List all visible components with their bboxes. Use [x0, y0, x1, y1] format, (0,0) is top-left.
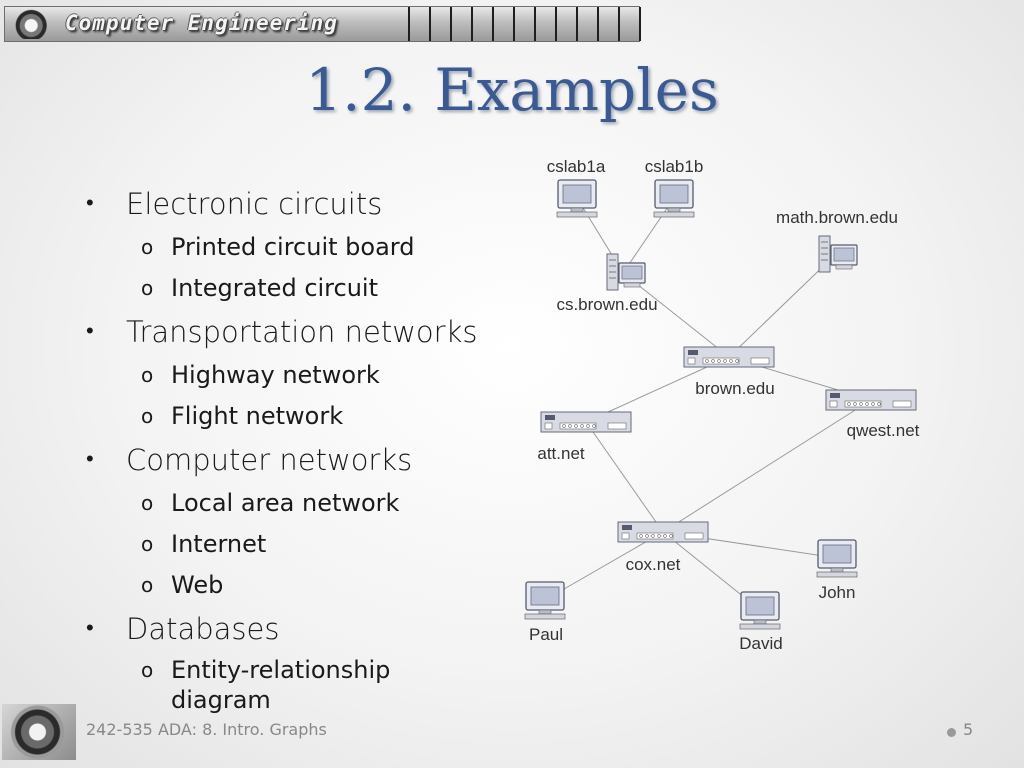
network-link — [662, 399, 872, 533]
node-david: David — [739, 591, 783, 653]
footer-text: 242-535 ADA: 8. Intro. Graphs — [86, 720, 327, 739]
node-label: John — [819, 583, 856, 602]
computer-icon — [653, 179, 695, 218]
network-link — [622, 272, 730, 358]
sub-bullet-label: Highway network — [171, 361, 380, 389]
network-link — [585, 356, 730, 423]
node-cslab1b: cslab1b — [645, 157, 704, 218]
sub-bullet-marker: o — [141, 491, 154, 515]
node-label: brown.edu — [695, 379, 774, 398]
sub-bullet-marker: o — [141, 532, 154, 556]
node-cslab1a: cslab1a — [547, 157, 606, 218]
sub-bullet-label: Internet — [171, 530, 267, 558]
router-icon — [617, 521, 709, 543]
sub-bullet-item: o Web — [141, 568, 526, 602]
node-label: cslab1b — [645, 157, 704, 176]
node-qwest: qwest.net — [825, 389, 920, 440]
sub-bullet-marker: o — [141, 404, 154, 428]
bullet-marker: • — [86, 191, 94, 216]
sub-bullet-label: Web — [171, 571, 224, 599]
bullet-marker: • — [86, 447, 94, 472]
bullet-list: • Electronic circuits o Printed circuit bo… — [86, 184, 526, 722]
server-icon — [818, 235, 858, 273]
bullet-marker: • — [86, 616, 94, 641]
node-label: David — [739, 634, 782, 653]
bullet-label: Databases — [126, 612, 280, 646]
sub-bullet-marker: o — [141, 363, 154, 387]
bullet-item: • Electronic circuits — [86, 184, 526, 224]
sub-bullet-label: Flight network — [171, 402, 344, 430]
slide-title: 1.2. Examples — [305, 56, 719, 124]
sub-bullet-item: o Local area network — [141, 486, 526, 520]
sub-bullet-item: o Internet — [141, 527, 526, 561]
sub-bullet-label: Local area network — [171, 489, 400, 517]
node-label: Paul — [529, 625, 563, 644]
router-icon — [825, 389, 917, 411]
bullet-label: Electronic circuits — [126, 187, 383, 221]
router-icon — [540, 411, 632, 433]
node-math: math.brown.edu — [776, 208, 898, 273]
network-link — [585, 421, 664, 533]
sub-bullet-label: Printed circuit board — [171, 233, 415, 261]
network-link — [544, 531, 664, 601]
sub-bullet-marker: o — [141, 573, 154, 597]
sub-bullet-marker: o — [141, 276, 154, 300]
node-label: math.brown.edu — [776, 208, 898, 227]
sub-bullet-item: o Entity-relationship diagram — [141, 655, 471, 715]
sub-bullet-item: o Integrated circuit — [141, 271, 526, 305]
header-banner: Computer Engineering — [4, 6, 641, 42]
sub-bullet-item: o Highway network — [141, 358, 526, 392]
gear-logo-icon — [7, 9, 51, 39]
footer-logo-icon — [2, 704, 76, 760]
bullet-item: • Databases — [86, 609, 526, 649]
computer-icon — [739, 591, 781, 630]
node-label: qwest.net — [847, 421, 920, 440]
computer-icon — [524, 581, 566, 620]
node-label: cs.brown.edu — [556, 295, 657, 314]
sub-bullet-marker: o — [141, 658, 154, 682]
sub-bullet-item: o Printed circuit board — [141, 230, 526, 264]
sub-bullet-label: Entity-relationship diagram — [171, 656, 391, 714]
sub-bullet-item: o Flight network — [141, 399, 526, 433]
bullet-marker: • — [86, 319, 94, 344]
node-cs: cs.brown.edu — [556, 253, 658, 314]
network-link — [622, 197, 675, 274]
node-paul: Paul — [524, 581, 566, 644]
bullet-item: • Transportation networks — [86, 312, 526, 352]
sub-bullet-marker: o — [141, 235, 154, 259]
banner-title: Computer Engineering — [65, 11, 338, 35]
sub-bullet-label: Integrated circuit — [171, 274, 378, 302]
banner-stripes — [391, 7, 641, 41]
node-att: att.net — [537, 411, 632, 463]
network-diagram: cslab1a cslab1b math.brown.edu cs.brown.edu… — [524, 157, 920, 653]
node-cox: cox.net — [617, 521, 709, 574]
bullet-label: Computer networks — [126, 443, 413, 477]
computer-icon — [556, 179, 598, 218]
network-link — [728, 254, 836, 358]
page-number: 5 — [963, 720, 974, 739]
node-label: att.net — [537, 444, 585, 463]
node-john: John — [816, 539, 858, 602]
page-dot-icon — [947, 728, 956, 737]
node-label: cox.net — [626, 555, 681, 574]
bullet-item: • Computer networks — [86, 440, 526, 480]
router-icon — [683, 346, 775, 368]
bullet-label: Transportation networks — [126, 315, 478, 349]
node-brown: brown.edu — [683, 346, 775, 398]
node-label: cslab1a — [547, 157, 606, 176]
computer-icon — [816, 539, 858, 578]
server-icon — [606, 253, 646, 291]
